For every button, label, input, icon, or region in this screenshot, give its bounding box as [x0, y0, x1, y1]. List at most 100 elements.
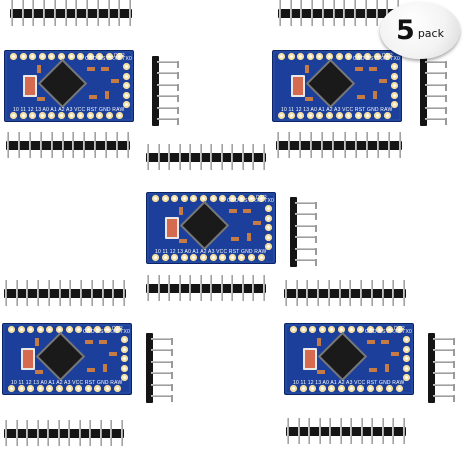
solder-pad — [257, 254, 265, 261]
solder-pad — [27, 326, 35, 333]
solder-pad — [123, 82, 130, 89]
pack-count: 5 — [396, 15, 415, 46]
solder-pad — [96, 112, 104, 119]
solder-pad — [326, 112, 333, 119]
smd-component — [317, 338, 321, 346]
solder-pad — [17, 326, 25, 333]
solder-pad — [383, 112, 391, 119]
microcontroller-chip — [38, 334, 83, 379]
header-pin — [28, 132, 31, 158]
header-pin — [375, 0, 378, 26]
smd-component — [379, 79, 387, 83]
solder-pad — [328, 326, 336, 333]
header-pin — [317, 280, 320, 306]
solder-pad — [27, 385, 35, 392]
header-pin — [57, 420, 60, 446]
smd-component — [89, 95, 97, 99]
header-pin — [350, 418, 353, 444]
header-pin — [151, 338, 173, 345]
solder-pad — [77, 112, 85, 119]
solder-pad — [265, 205, 272, 212]
header-pin — [364, 0, 367, 26]
header-pin — [83, 132, 86, 158]
solder-pad — [265, 214, 272, 222]
silkscreen-top-label: GND RST RX0 TX0 — [353, 56, 400, 62]
header-pin — [277, 132, 279, 158]
smd-component — [305, 65, 309, 73]
header-pin — [381, 280, 384, 306]
header-pin — [110, 420, 113, 446]
header-pin — [47, 280, 50, 306]
header-pin — [433, 383, 455, 391]
solder-pad — [113, 385, 121, 392]
smd-component — [369, 368, 377, 372]
header-pin — [433, 338, 455, 345]
header-pin — [231, 275, 234, 301]
header-pin — [297, 418, 300, 444]
header-pin — [105, 132, 108, 158]
right-angle-header — [428, 333, 458, 403]
header-pin — [129, 0, 131, 26]
header-plastic — [152, 56, 159, 126]
solder-pad — [113, 326, 121, 333]
solder-pad — [38, 112, 46, 119]
microcontroller-chip — [308, 61, 353, 106]
solder-pad — [96, 53, 104, 60]
reset-button — [21, 348, 35, 370]
silkscreen-bottom-label: 10 11 12 13 A0 A1 A2 A3 VCC RST GND RAW — [155, 249, 267, 255]
header-plastic — [4, 289, 126, 298]
solder-pad — [248, 254, 255, 261]
header-pin — [39, 132, 42, 158]
header-pin — [53, 0, 56, 26]
header-pin — [241, 275, 244, 301]
header-pin — [371, 418, 374, 444]
solder-pad — [364, 53, 372, 60]
solder-pad — [345, 53, 353, 60]
header-pin — [21, 0, 24, 26]
solder-pad — [29, 53, 37, 60]
solder-pad — [338, 326, 345, 333]
header-pin — [157, 72, 179, 80]
solder-pad — [67, 53, 75, 60]
smd-component — [87, 368, 95, 372]
header-pin — [263, 144, 265, 170]
solder-pad — [104, 385, 111, 392]
header-pin — [220, 275, 223, 301]
solder-pad — [386, 385, 393, 392]
solder-pad — [152, 254, 159, 261]
solder-pad — [46, 385, 54, 392]
header-pin — [178, 275, 181, 301]
header-plastic — [278, 9, 400, 18]
solder-pad — [366, 385, 374, 392]
solder-pad — [94, 326, 102, 333]
solder-pad — [46, 326, 54, 333]
header-pin — [318, 418, 321, 444]
header-pin — [252, 275, 255, 301]
solder-pad — [75, 385, 83, 392]
solder-pad — [391, 82, 398, 89]
header-pin — [360, 280, 363, 306]
smd-component — [35, 338, 39, 346]
solder-pad — [209, 254, 217, 261]
solder-pad — [115, 53, 123, 60]
microcontroller-chip — [320, 334, 365, 379]
smd-component — [229, 209, 237, 213]
header-pin — [178, 144, 181, 170]
straight-pin-header — [278, 0, 400, 26]
silkscreen-corner-label: DTR — [112, 326, 123, 332]
header-plastic — [290, 197, 297, 267]
solder-pad — [403, 355, 410, 362]
header-pin — [279, 0, 281, 26]
solder-pad — [121, 355, 128, 362]
smd-component — [105, 91, 109, 99]
silkscreen-corner-label: DTR — [382, 53, 393, 59]
header-pin — [151, 372, 173, 380]
header-pin — [168, 144, 171, 170]
solder-pad — [84, 385, 92, 392]
solder-pad — [287, 53, 295, 60]
header-pin — [360, 418, 363, 444]
header-pin — [121, 420, 123, 446]
header-pin — [199, 275, 202, 301]
header-pin — [78, 420, 81, 446]
smd-component — [367, 340, 375, 344]
